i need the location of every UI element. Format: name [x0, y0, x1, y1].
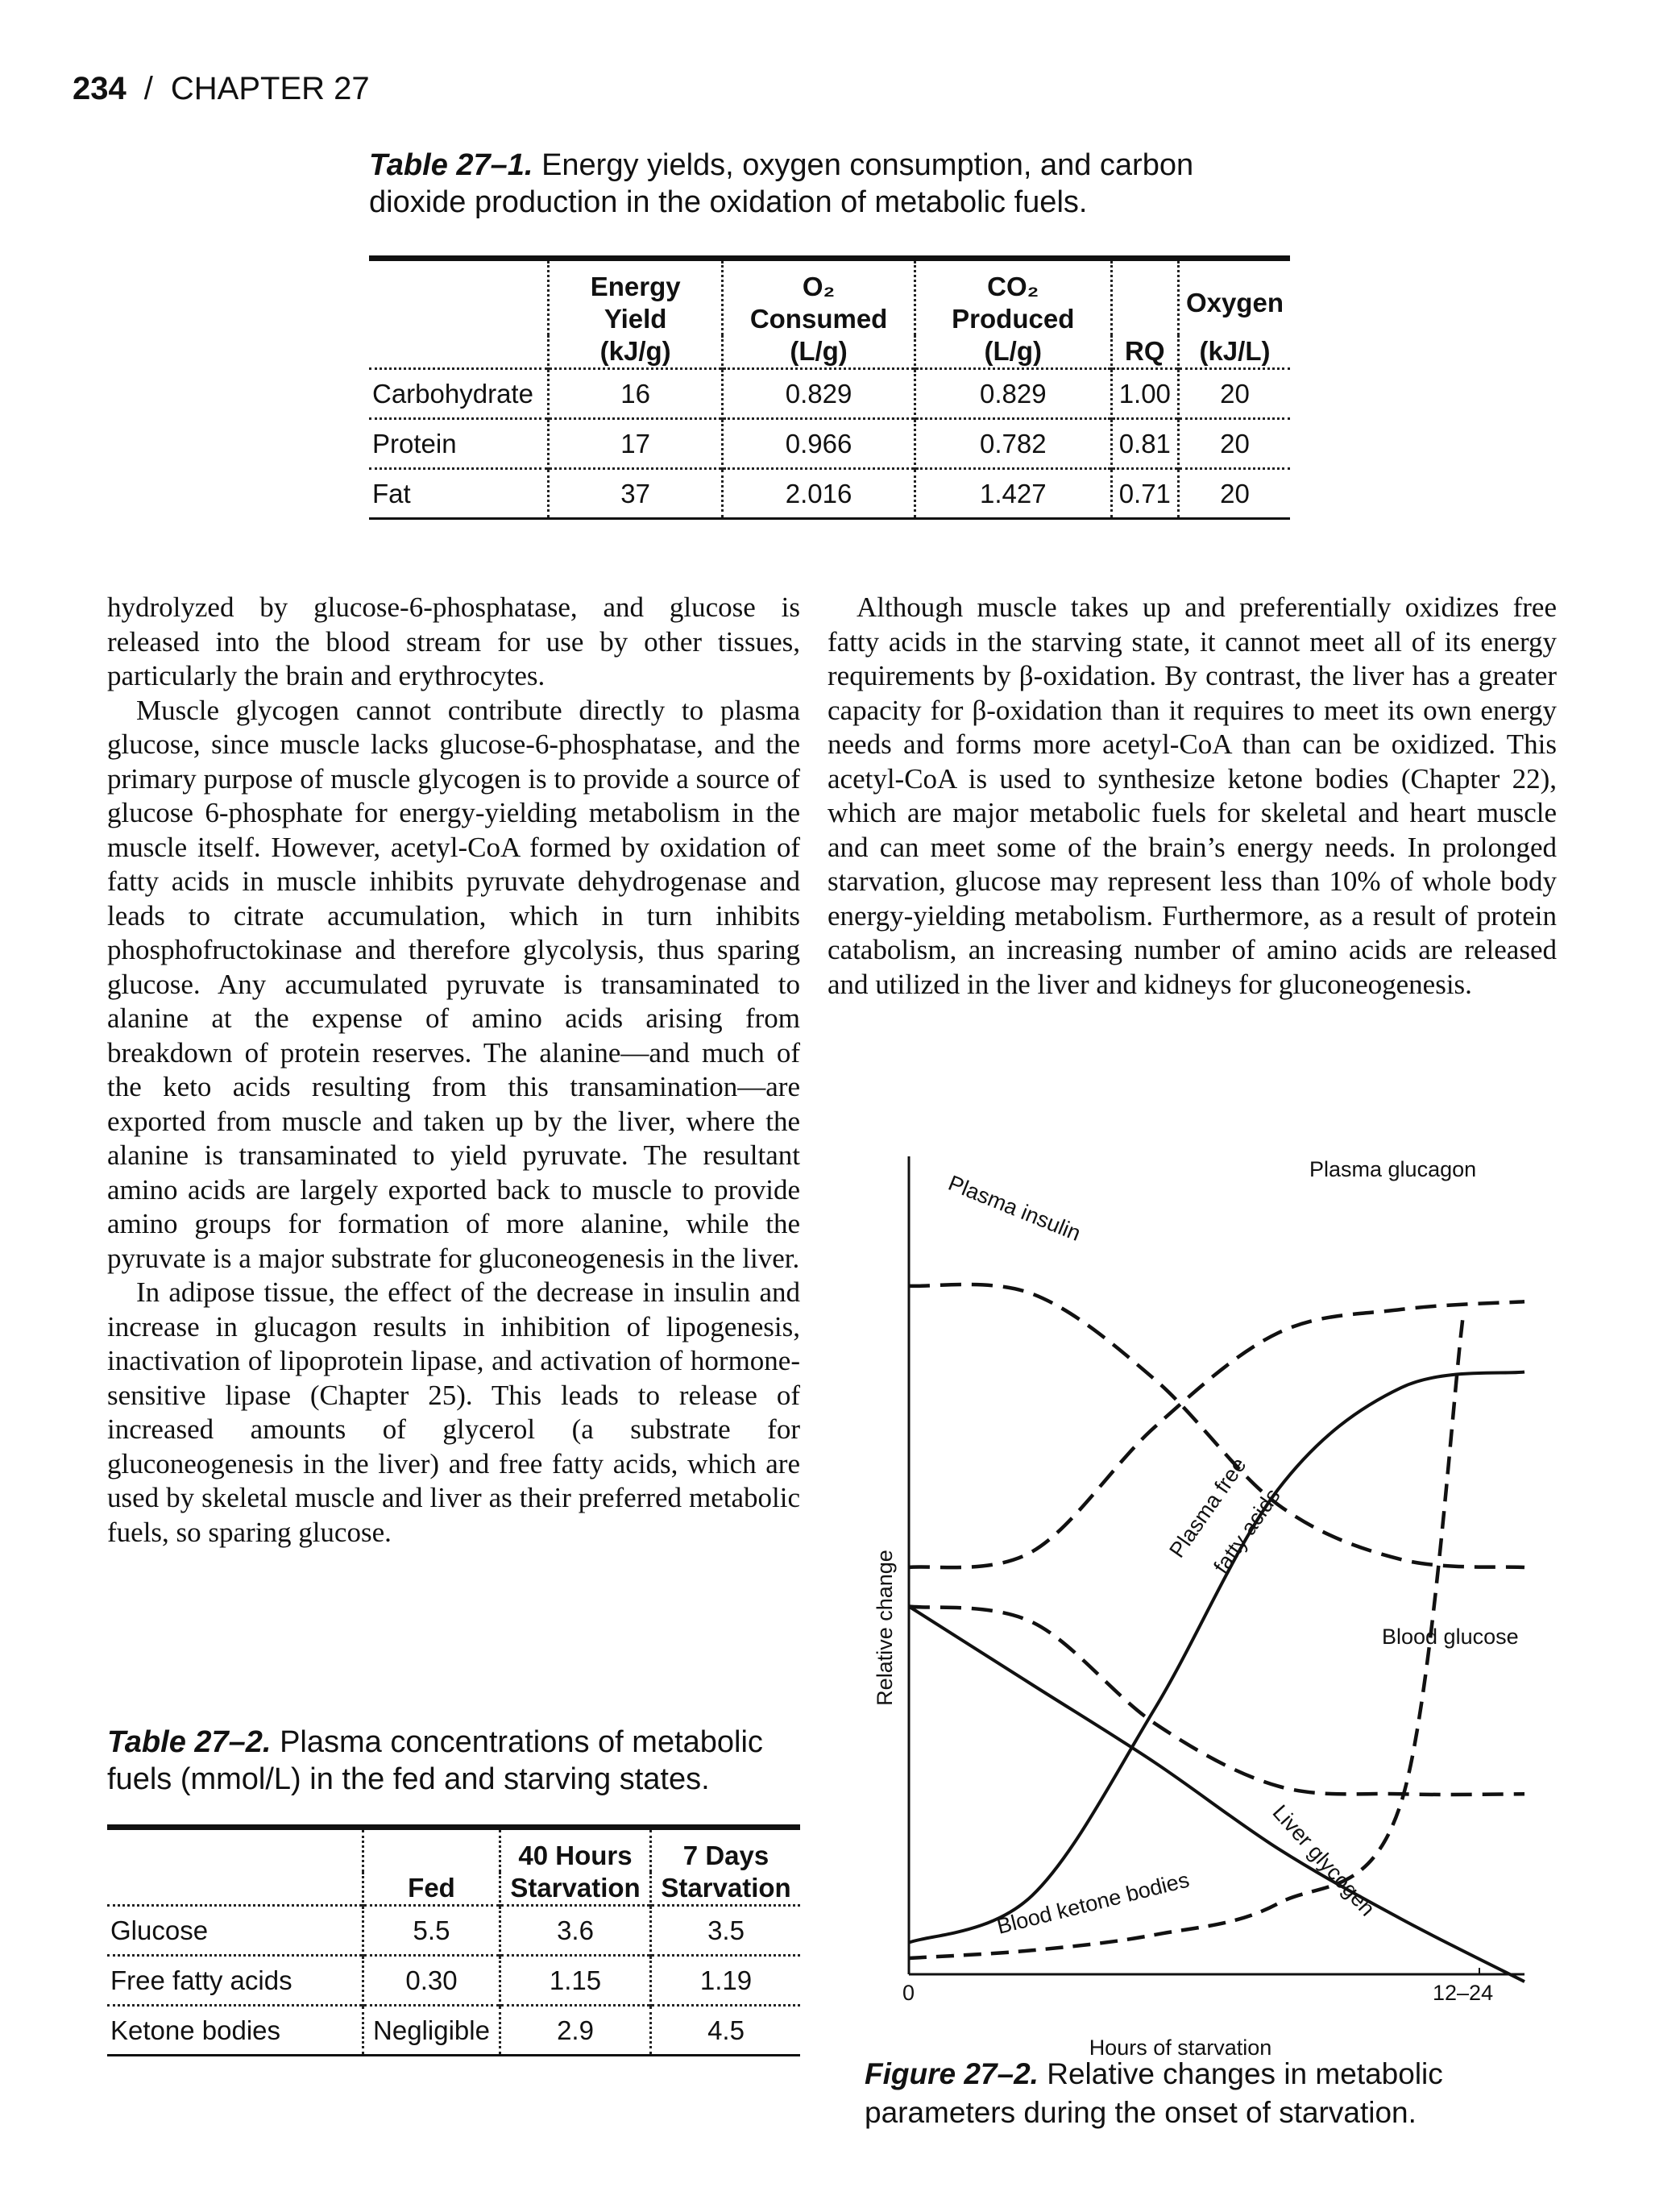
table-cell: 5.5	[362, 1904, 500, 1956]
row-label: Fat	[369, 467, 549, 519]
paragraph: Although muscle takes up and preferentia…	[828, 591, 1557, 1000]
t1-col2-unit: (L/g)	[721, 335, 915, 369]
table-cell: 16	[546, 367, 723, 419]
table-cell: 37	[546, 467, 723, 519]
running-head: 234 / CHAPTER 27	[73, 71, 370, 107]
series-line-blood-glucose	[908, 1604, 1525, 1797]
y-axis-label: Relative change	[873, 1550, 897, 1706]
t2-col3-head: 7 Days	[649, 1827, 800, 1872]
table-row: Carbohydrate 16 0.829 0.829 1.00 20	[369, 367, 1290, 419]
glucagon-label: Plasma glucagon	[1309, 1157, 1476, 1181]
chapter-title: CHAPTER 27	[170, 71, 370, 106]
series-line-blood-ketone-bodies	[908, 1317, 1465, 1961]
table-cell: 3.6	[498, 1904, 651, 1956]
row-label: Glucose	[107, 1904, 363, 1956]
table-cell: 2.016	[721, 467, 915, 519]
table2-caption-label: Table 27–2.	[107, 1725, 272, 1759]
table-cell: 20	[1176, 467, 1290, 519]
table-cell: 1.427	[913, 467, 1112, 519]
row-label: Protein	[369, 417, 549, 469]
table-cell: 0.71	[1110, 467, 1179, 519]
t2-col2-head: 40 Hours	[498, 1827, 651, 1872]
table-cell: 1.19	[649, 1954, 800, 2006]
table-cell: 1.00	[1110, 367, 1179, 419]
t1-col5-head: Oxygen	[1176, 258, 1290, 335]
paragraph: In adipose tissue, the effect of the dec…	[107, 1276, 800, 1548]
paragraph: hydrolyzed by glucose-6-phosphatase, and…	[107, 591, 800, 691]
x-axis-label: Hours of starvation	[1089, 2036, 1272, 2060]
table-cell: 17	[546, 417, 723, 469]
table-row: Free fatty acids 0.30 1.15 1.19	[107, 1954, 800, 2006]
paragraph: Muscle glycogen cannot contribute direct…	[107, 694, 800, 1274]
t2-col1-head	[362, 1827, 500, 1872]
row-label: Ketone bodies	[107, 2004, 363, 2056]
t1-col1-head: Energy Yield	[546, 258, 723, 335]
row-label: Carbohydrate	[369, 367, 549, 419]
t1-col4-head	[1110, 258, 1179, 335]
table-cell: 0.829	[913, 367, 1112, 419]
table-row: Glucose 5.5 3.6 3.5	[107, 1904, 800, 1956]
header-separator: /	[143, 71, 153, 106]
table-row: Protein 17 0.966 0.782 0.81 20	[369, 417, 1290, 469]
figure-caption-label: Figure 27–2.	[865, 2057, 1039, 2090]
x-tick-start: 0	[902, 1981, 915, 2005]
figure-caption: Figure 27–2. Relative changes in metabol…	[865, 2055, 1574, 2132]
table-cell: 0.30	[362, 1954, 500, 2006]
t1-col2-head: O₂ Consumed	[721, 258, 915, 335]
table-cell: 0.81	[1110, 417, 1179, 469]
table-row: Fat 37 2.016 1.427 0.71 20	[369, 467, 1290, 519]
table2: 40 Hours 7 Days Fed Starvation Starvatio…	[107, 1824, 800, 2056]
x-tick-end: 12–24	[1433, 1981, 1493, 2005]
t1-col1-unit: (kJ/g)	[546, 335, 723, 369]
table2-caption: Table 27–2. Plasma concentrations of met…	[107, 1724, 800, 1798]
series-line-plasma-insulin	[908, 1282, 1525, 1570]
table-cell: 4.5	[649, 2004, 800, 2056]
table1-caption-label: Table 27–1.	[369, 148, 533, 182]
table1: Energy Yield O₂ Consumed CO₂ Produced Ox…	[369, 255, 1290, 520]
table-cell: 20	[1176, 367, 1290, 419]
liver-glycogen-label: Liver glycogen	[1268, 1800, 1380, 1920]
insulin-label: Plasma insulin	[945, 1171, 1085, 1246]
table-cell: Negligible	[362, 2004, 500, 2056]
table-cell: 1.15	[498, 1954, 651, 2006]
table-cell: 2.9	[498, 2004, 651, 2056]
t1-col3-head: CO₂ Produced	[913, 258, 1112, 335]
t2-col3-sub: Starvation	[649, 1872, 800, 1906]
table1-caption-text: Energy yields, oxygen consumption, and c…	[369, 148, 1194, 219]
series-line-liver-glycogen	[907, 1604, 1525, 1983]
table1-caption: Table 27–1. Energy yields, oxygen consum…	[369, 147, 1290, 221]
t1-col5-unit: (kJ/L)	[1176, 335, 1290, 369]
table2-caption-text: Plasma concentrations of metabolic fuels…	[107, 1725, 763, 1796]
figure-caption-text: Relative changes in metabolic parameters…	[865, 2057, 1443, 2129]
series-line-plasma-glucagon	[908, 1299, 1525, 1570]
page-number: 234	[73, 71, 127, 106]
t1-col3-unit: (L/g)	[913, 335, 1112, 369]
table-cell: 3.5	[649, 1904, 800, 1956]
t2-col1-sub: Fed	[362, 1872, 500, 1906]
body-left-column: hydrolyzed by glucose-6-phosphatase, and…	[107, 591, 800, 1550]
t1-col4-unit: RQ	[1110, 335, 1179, 369]
table-cell: 20	[1176, 417, 1290, 469]
series-line-plasma-free-fatty-acids	[908, 1370, 1525, 1944]
starvation-figure: Relative change 0 12–24 Hours of starvat…	[873, 1156, 1525, 2060]
t2-col2-sub: Starvation	[498, 1872, 651, 1906]
table-cell: 0.966	[721, 417, 915, 469]
blood-glucose-label: Blood glucose	[1382, 1625, 1519, 1649]
table-row: Ketone bodies Negligible 2.9 4.5	[107, 2004, 800, 2056]
row-label: Free fatty acids	[107, 1954, 363, 2006]
body-right-column: Although muscle takes up and preferentia…	[828, 591, 1557, 1002]
table-cell: 0.829	[721, 367, 915, 419]
table-cell: 0.782	[913, 417, 1112, 469]
